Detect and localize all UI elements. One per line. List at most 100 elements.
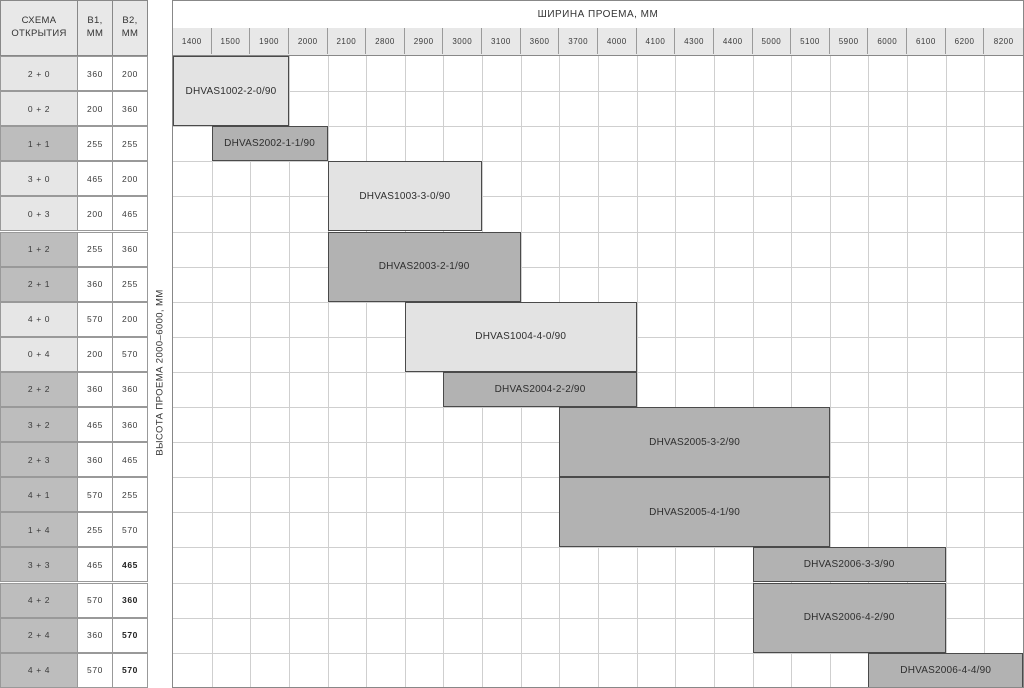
width-header-cell: 1500 [212,28,251,54]
column-header-scheme: СХЕМА ОТКРЫТИЯ [0,0,78,56]
b1-value-cell: 570 [77,652,113,688]
scheme-cell: 3 + 0 [0,161,78,197]
scheme-cell: 4 + 1 [0,477,78,513]
b2-value-cell: 360 [112,371,148,407]
product-block[interactable]: DHVAS1004-4-0/90 [404,301,637,372]
b2-value-cell: 255 [112,477,148,513]
b2-value-cell: 570 [112,652,148,688]
b1-value-cell: 570 [77,477,113,513]
b2-value-cell: 465 [112,547,148,583]
scheme-cell: 2 + 4 [0,617,78,653]
grid-horizontal-line [173,161,1023,163]
width-header-cell: 5100 [791,28,830,54]
b1-value-cell: 255 [77,231,113,267]
grid-horizontal-line [173,266,1023,268]
product-block[interactable]: DHVAS2006-4-2/90 [752,582,946,653]
width-header-cell: 2900 [405,28,444,54]
width-header-cell: 6200 [946,28,985,54]
product-block[interactable]: DHVAS1003-3-0/90 [327,161,483,232]
b1-value-cell: 360 [77,442,113,478]
b1-value-cell: 465 [77,161,113,197]
b2-value-cell: 255 [112,126,148,162]
scheme-cell: 1 + 1 [0,126,78,162]
grid-horizontal-line [173,582,1023,584]
b1-value-cell: 360 [77,266,113,302]
b2-value-cell: 570 [112,336,148,372]
grid-vertical-line [945,56,947,687]
grid-vertical-line [984,56,986,687]
width-header-cell: 6000 [868,28,908,54]
grid-horizontal-line [173,547,1023,549]
width-header-cell: 4400 [714,28,753,54]
grid-vertical-line [211,56,213,687]
b1-value-cell: 465 [77,547,113,583]
b1-value-cell: 255 [77,126,113,162]
width-header-cell: 1900 [250,28,289,54]
grid-vertical-line [713,56,715,687]
width-header-cell: 4100 [637,28,676,54]
b2-value-cell: 360 [112,407,148,442]
scheme-cell: 3 + 3 [0,547,78,583]
grid-vertical-line [636,56,638,687]
x-axis-label: ШИРИНА ПРОЕМА, ММ [172,0,1024,28]
grid-horizontal-line [173,126,1023,128]
b1-value-cell: 255 [77,512,113,548]
grid-vertical-line [829,56,831,687]
b2-value-cell: 465 [112,442,148,478]
scheme-cell: 4 + 0 [0,301,78,337]
b1-value-cell: 570 [77,582,113,618]
scheme-cell: 4 + 4 [0,652,78,688]
width-header-cell: 8200 [993,36,1014,46]
b2-value-cell: 255 [112,266,148,302]
b2-value-cell: 200 [112,301,148,337]
product-block[interactable]: DHVAS2005-3-2/90 [559,407,830,478]
scheme-cell: 1 + 4 [0,512,78,548]
product-block[interactable]: DHVAS2006-3-3/90 [752,547,946,583]
b2-value-cell: 360 [112,582,148,618]
grid-horizontal-line [173,231,1023,233]
scheme-cell: 2 + 3 [0,442,78,478]
grid-vertical-line [752,56,754,687]
width-header-cell: 2800 [366,28,405,54]
width-header-cell: 3000 [443,28,483,54]
grid-vertical-line [675,56,677,687]
product-block[interactable]: DHVAS2002-1-1/90 [211,126,328,162]
width-header-cell: 6100 [907,28,946,54]
width-header-cell: 1400 [173,28,212,54]
b1-value-cell: 360 [77,617,113,653]
grid-horizontal-line [173,91,1023,93]
y-axis-label-text: ВЫСОТА ПРОЕМА 2000–6000, ММ [154,288,166,456]
product-block[interactable]: DHVAS2005-4-1/90 [559,477,830,548]
b2-value-cell: 200 [112,56,148,91]
width-header-cell: 3600 [521,28,560,54]
grid-vertical-line [327,56,329,687]
b1-value-cell: 360 [77,371,113,407]
width-header-cell: 2100 [328,28,367,54]
scheme-cell: 0 + 4 [0,336,78,372]
product-block[interactable]: DHVAS1002-2-0/90 [173,56,289,127]
b1-value-cell: 200 [77,196,113,232]
grid-vertical-line [366,56,368,687]
width-header-cell: 5900 [830,28,869,54]
grid-vertical-line [907,56,909,687]
width-header-cell: 5000 [753,28,792,54]
product-block[interactable]: DHVAS2004-2-2/90 [443,371,637,407]
grid-vertical-line [250,56,252,687]
grid-vertical-line [868,56,870,687]
b2-value-cell: 360 [112,91,148,127]
grid-horizontal-line [173,196,1023,198]
y-axis-label: ВЫСОТА ПРОЕМА 2000–6000, ММ [150,56,170,688]
product-block[interactable]: DHVAS2003-2-1/90 [327,231,521,302]
scheme-cell: 2 + 1 [0,266,78,302]
b1-value-cell: 200 [77,91,113,127]
width-header-cell: 3100 [482,28,521,54]
b1-value-cell: 200 [77,336,113,372]
grid-horizontal-line [173,652,1023,654]
grid-horizontal-line [173,617,1023,619]
product-block[interactable]: DHVAS2006-4-4/90 [868,652,1023,687]
grid-vertical-line [288,56,290,687]
b2-value-cell: 570 [112,617,148,653]
